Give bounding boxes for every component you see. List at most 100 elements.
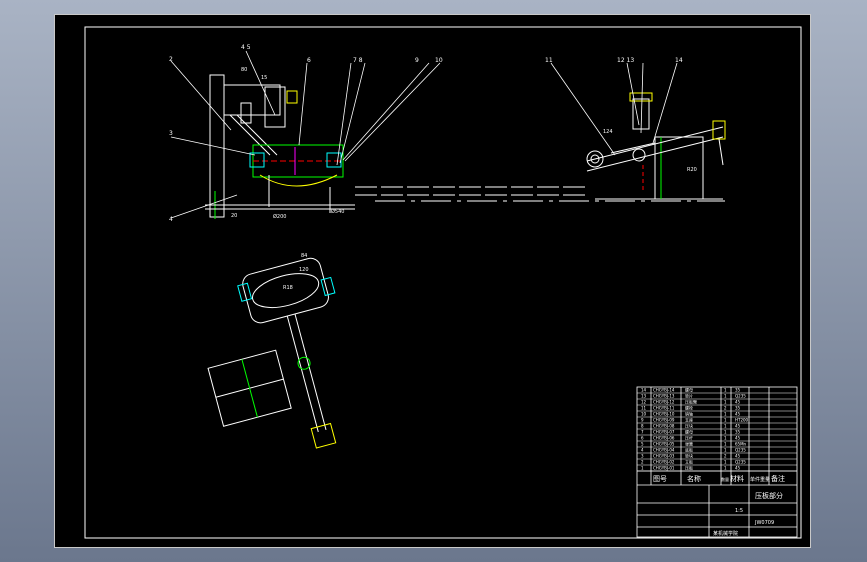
parts-qty: 1 [724, 442, 727, 447]
parts-code: CHGYBJ-08 [653, 424, 675, 429]
header-weight: 单件重量 [750, 476, 770, 483]
parts-material: HT200 [735, 418, 749, 423]
parts-name: 弹簧 [685, 441, 693, 447]
balloon-3: 3 [169, 130, 173, 137]
parts-qty: 1 [724, 418, 727, 423]
school-name: 某机械学院 [713, 530, 738, 537]
parts-code: CHGYBJ-10 [653, 412, 675, 417]
parts-name: 螺母 [685, 387, 693, 393]
parts-no: 2 [641, 460, 644, 465]
dim-20: 20 [231, 213, 237, 219]
parts-code: CHGYBJ-05 [653, 442, 675, 447]
parts-no: 7 [641, 430, 644, 435]
dimension-labels: Ø200 Ø540 20 80 15 84 120 R18 124 R20 [231, 67, 697, 291]
parts-material: 45 [735, 412, 741, 417]
parts-no: 8 [641, 424, 644, 429]
parts-code: CHGYBJ-13 [653, 394, 675, 399]
parts-no: 1 [641, 466, 644, 471]
parts-material: Q235 [735, 460, 746, 465]
parts-qty: 2 [724, 454, 727, 459]
parts-name: 销轴 [685, 411, 693, 417]
balloon-4-5: 4 5 [241, 44, 251, 51]
parts-no: 11 [641, 406, 647, 411]
parts-no: 9 [641, 418, 644, 423]
left-mechanism [205, 74, 355, 219]
parts-material: 35 [735, 430, 741, 435]
parts-code: CHGYBJ-11 [653, 406, 675, 411]
balloon-7-8: 7 8 [353, 57, 363, 64]
parts-name: 立板 [685, 459, 693, 465]
parts-code: CHGYBJ-14 [653, 388, 675, 393]
balloon-14: 14 [675, 57, 683, 64]
inner-frame [84, 26, 802, 539]
balloon-10: 10 [435, 57, 443, 64]
dim-84: 84 [301, 253, 307, 259]
dim-r18: R18 [283, 285, 293, 291]
parts-qty: 2 [724, 406, 727, 411]
header-name: 名称 [687, 474, 701, 483]
parts-qty: 1 [724, 436, 727, 441]
balloon-11: 11 [545, 57, 553, 64]
dim-dia200: Ø200 [273, 213, 286, 220]
parts-name: 螺栓 [685, 405, 693, 411]
parts-material: 65Mn [735, 442, 747, 447]
parts-qty: 1 [724, 460, 727, 465]
parts-name: 压板 [685, 465, 693, 471]
balloon-2: 2 [169, 56, 173, 63]
parts-material: 35 [735, 406, 741, 411]
title-block-text: 图号 名称 数量 材料 单件重量 备注 压板部分 JW0709 1:5 某机械学… [653, 474, 785, 537]
parts-no: 3 [641, 454, 644, 459]
right-mechanism [586, 92, 726, 200]
dim-124: 124 [603, 129, 613, 135]
balloon-labels: 2 3 4 4 5 6 7 8 9 10 11 12 13 14 [169, 44, 683, 223]
parts-material: Q235 [735, 448, 746, 453]
parts-qty: 1 [724, 448, 727, 453]
parts-name: 底板 [685, 447, 693, 453]
parts-material: 45 [735, 436, 741, 441]
parts-name: 压板臂 [685, 399, 697, 405]
parts-qty: 1 [724, 388, 727, 393]
parts-material: 45 [735, 466, 741, 471]
parts-qty: 1 [724, 430, 727, 435]
drawing-sheet: 2 3 4 4 5 6 7 8 9 10 11 12 13 14 Ø200 Ø5… [54, 14, 811, 548]
parts-no: 14 [641, 388, 647, 393]
parts-material: 35 [735, 388, 741, 393]
detail-view [207, 257, 337, 449]
dim-80: 80 [241, 67, 247, 73]
parts-no: 12 [641, 400, 647, 405]
balloon-9: 9 [415, 57, 419, 64]
parts-code: CHGYBJ-03 [653, 454, 675, 459]
dim-15: 15 [261, 75, 267, 81]
parts-no: 10 [641, 412, 647, 417]
dim-120: 120 [299, 267, 309, 273]
parts-qty: 1 [724, 394, 727, 399]
parts-qty: 1 [724, 400, 727, 405]
parts-name: 压杆 [685, 435, 693, 441]
parts-material: 45 [735, 400, 741, 405]
parts-qty: 1 [724, 466, 727, 471]
parts-material: 45 [735, 424, 741, 429]
parts-material: Q235 [735, 394, 746, 399]
parts-code: CHGYBJ-01 [653, 466, 675, 471]
parts-code: CHGYBJ-09 [653, 418, 675, 423]
parts-material: 45 [735, 454, 741, 459]
parts-name: 垫片 [685, 393, 693, 399]
dim-r20: R20 [687, 167, 697, 173]
parts-code: CHGYBJ-04 [653, 448, 675, 453]
parts-code: CHGYBJ-02 [653, 460, 675, 465]
parts-no: 4 [641, 448, 644, 453]
parts-name: 垫块 [685, 453, 693, 459]
parts-no: 5 [641, 442, 644, 447]
cad-drawing: 2 3 4 4 5 6 7 8 9 10 11 12 13 14 Ø200 Ø5… [84, 26, 802, 539]
dim-dia540: Ø540 [331, 208, 344, 215]
parts-no: 13 [641, 394, 647, 399]
parts-name: 支座 [685, 417, 693, 423]
header-material: 材料 [730, 474, 744, 483]
parts-name: 螺母 [685, 429, 693, 435]
parts-code: CHGYBJ-06 [653, 436, 675, 441]
drawing-code: JW0709 [754, 520, 774, 526]
parts-qty: 1 [724, 412, 727, 417]
header-remark: 备注 [771, 474, 785, 483]
balloon-4: 4 [169, 216, 173, 223]
